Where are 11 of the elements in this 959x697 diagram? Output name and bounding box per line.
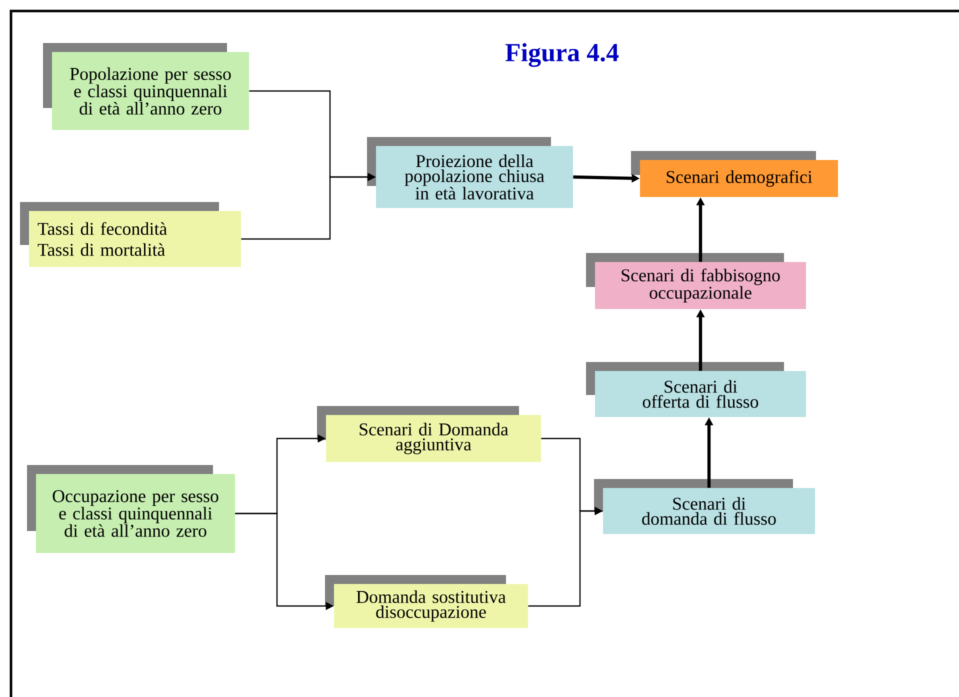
process-box: Occupazione per sesso e classi quinquennali di età all’anno zero bbox=[27, 465, 235, 553]
process-box: Popolazione per sesso e classi quinquennali di età all’anno zero bbox=[43, 43, 249, 130]
figure-title: Figura 4.4 bbox=[505, 43, 619, 67]
process-box: Scenari di domanda di flusso bbox=[594, 479, 815, 534]
process-box: Tassi di fecondità Tassi di mortalità bbox=[20, 202, 241, 267]
process-box: Scenari demografici bbox=[631, 151, 838, 197]
process-box: Scenari di fabbisogno occupazionale bbox=[586, 253, 806, 309]
process-box: Scenari di Domanda aggiuntiva bbox=[317, 406, 541, 462]
process-box: Domanda sostitutiva disoccupazione bbox=[325, 575, 528, 628]
process-box: Proiezione della popolazione chiusa in età lavorativa bbox=[367, 137, 573, 208]
process-box: Scenari di offerta di flusso bbox=[586, 362, 806, 417]
